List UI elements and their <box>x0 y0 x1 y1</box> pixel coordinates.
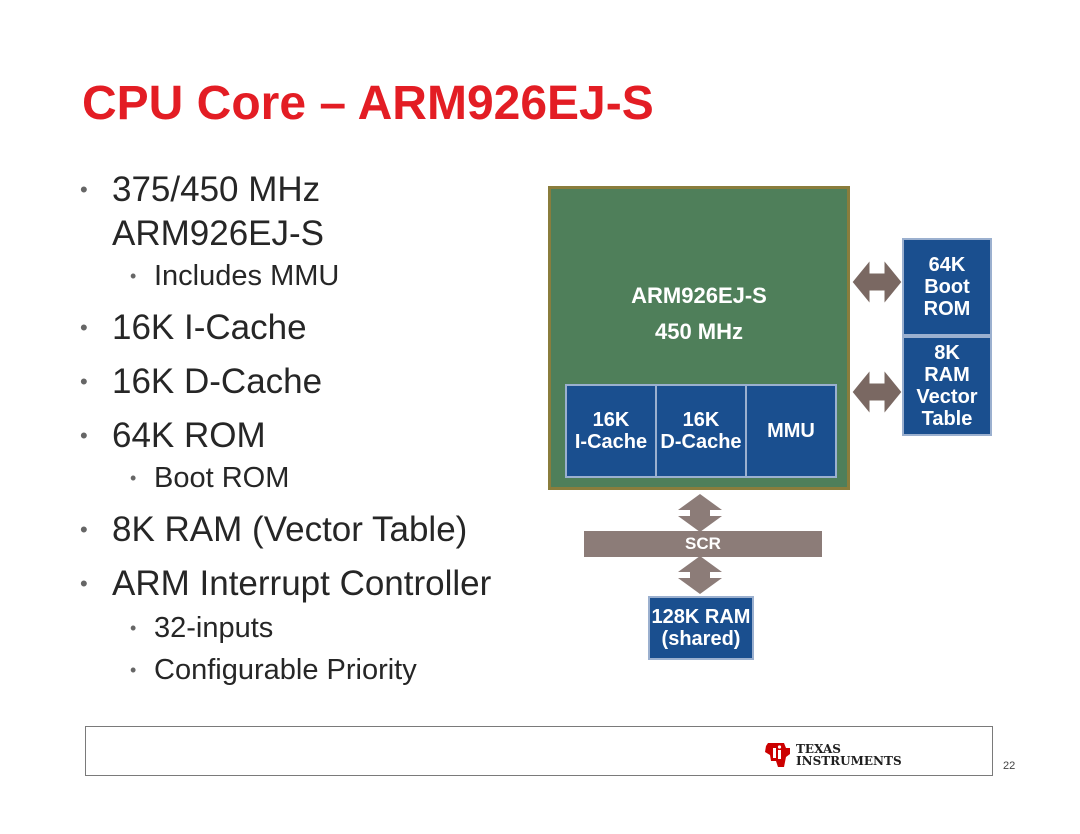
ti-wordmark-line2: Instruments <box>796 754 902 768</box>
boot-rom-size: 64K <box>928 254 966 276</box>
shared-ram-size: 128K RAM <box>651 606 751 628</box>
dcache-block: 16K D-Cache <box>655 384 747 478</box>
arrow-core-scr <box>678 494 722 532</box>
arrow-core-vectorram <box>851 368 903 416</box>
ti-wordmark: Texas Instruments <box>796 743 902 767</box>
connector-arrows <box>678 258 903 594</box>
footer-box <box>85 726 993 776</box>
vector-ram-label-1: RAM <box>924 364 970 386</box>
icache-block: 16K I-Cache <box>565 384 657 478</box>
page-number: 22 <box>1003 760 1016 772</box>
bullet-interrupt-controller: ARM Interrupt Controller <box>78 562 548 606</box>
bullet-rom: 64K ROM <box>78 414 548 458</box>
boot-rom-label-1: Boot <box>924 276 970 298</box>
core-name: ARM926EJ-S <box>631 283 767 308</box>
boot-rom-block: 64K Boot ROM <box>902 238 992 336</box>
bullet-cpu: 375/450 MHz ARM926EJ-S <box>78 168 392 256</box>
shared-ram-label: (shared) <box>661 628 741 650</box>
bullet-mmu: Includes MMU <box>78 256 548 296</box>
shared-ram-block: 128K RAM (shared) <box>648 596 754 660</box>
icache-label: I-Cache <box>574 431 648 453</box>
slide-title: CPU Core – ARM926EJ-S <box>82 77 654 130</box>
scr-bar: SCR <box>584 531 822 557</box>
vector-ram-label-3: Table <box>921 408 973 430</box>
bullet-list: 375/450 MHz ARM926EJ-S Includes MMU 16K … <box>78 168 548 690</box>
vector-ram-size: 8K <box>934 342 960 364</box>
core-frequency: 450 MHz <box>654 319 744 344</box>
icache-size: 16K <box>592 409 630 431</box>
dcache-size: 16K <box>682 409 720 431</box>
bullet-priority: Configurable Priority <box>78 650 548 690</box>
dcache-label: D-Cache <box>660 431 742 453</box>
bullet-inputs: 32-inputs <box>78 608 548 648</box>
arrow-core-bootrom <box>851 258 903 306</box>
bullet-boot-rom: Boot ROM <box>78 458 548 498</box>
mmu-label: MMU <box>767 420 815 442</box>
bullet-icache: 16K I-Cache <box>78 306 548 350</box>
ti-logo-icon <box>765 743 790 767</box>
mmu-block: MMU <box>745 384 837 478</box>
block-diagram: ARM926EJ-S 450 MHz 16K I-Cache 16K D-Cac… <box>540 180 1000 680</box>
boot-rom-label-2: ROM <box>923 298 971 320</box>
vector-ram-label-2: Vector <box>916 386 978 408</box>
vector-ram-block: 8K RAM Vector Table <box>902 336 992 436</box>
arrow-scr-ram <box>678 556 722 594</box>
bullet-ram: 8K RAM (Vector Table) <box>78 508 548 552</box>
ti-wordmark-line1: Texas <box>796 742 841 756</box>
bullet-dcache: 16K D-Cache <box>78 360 548 404</box>
